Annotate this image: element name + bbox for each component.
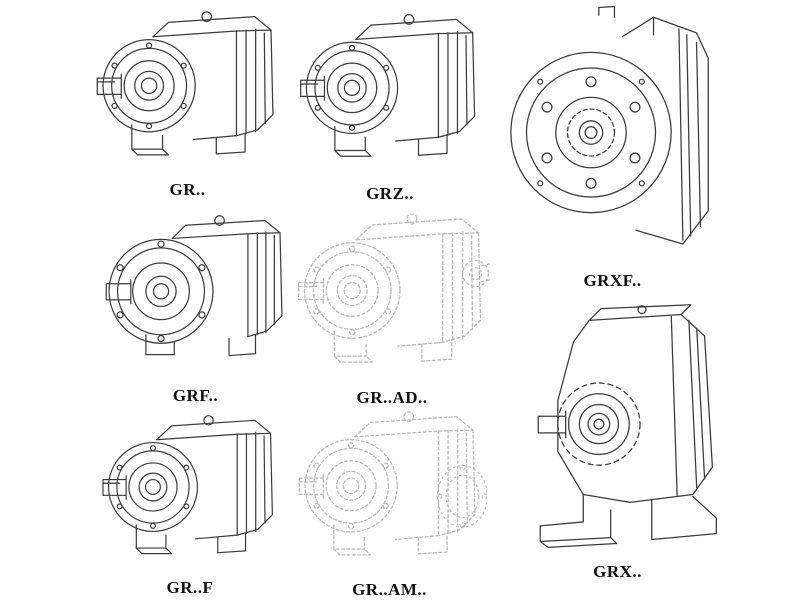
figure-label-gr-ad: GR..AD..	[356, 388, 428, 407]
motor-flange-detail	[436, 464, 487, 529]
gearbox-drawing-grz	[295, 8, 485, 180]
figure-label-gr-am: GR..AM..	[352, 580, 427, 599]
figure-label-gr: GR..	[169, 180, 206, 199]
gearbox-drawing-gr	[90, 8, 285, 176]
figure-grx: GRX..	[505, 300, 730, 582]
figure-label-grz: GRZ..	[366, 184, 414, 203]
input-adapter-detail	[461, 260, 491, 288]
figure-gr-f: GR..F	[95, 412, 285, 598]
figure-gr: GR..	[90, 8, 285, 200]
gearbox-drawing-grxf	[505, 2, 720, 267]
figure-grxf: GRXF..	[505, 2, 720, 291]
figure-label-grx: GRX..	[593, 562, 642, 581]
figure-label-gr-f: GR..F	[166, 578, 214, 597]
figure-grf: GRF..	[98, 212, 293, 406]
gearbox-drawing-grx	[505, 300, 730, 558]
gearbox-drawing-gr-am	[292, 408, 487, 576]
gearbox-drawing-gr-ad	[292, 210, 492, 384]
figure-label-grf: GRF..	[172, 386, 219, 405]
figure-label-grxf: GRXF..	[583, 271, 642, 290]
figure-gr-am: GR..AM..	[292, 408, 487, 600]
gearbox-drawing-gr-f	[95, 412, 285, 574]
gearbox-drawing-grf	[98, 212, 293, 382]
figure-gr-ad: GR..AD..	[292, 210, 492, 408]
figure-grz: GRZ..	[295, 8, 485, 204]
